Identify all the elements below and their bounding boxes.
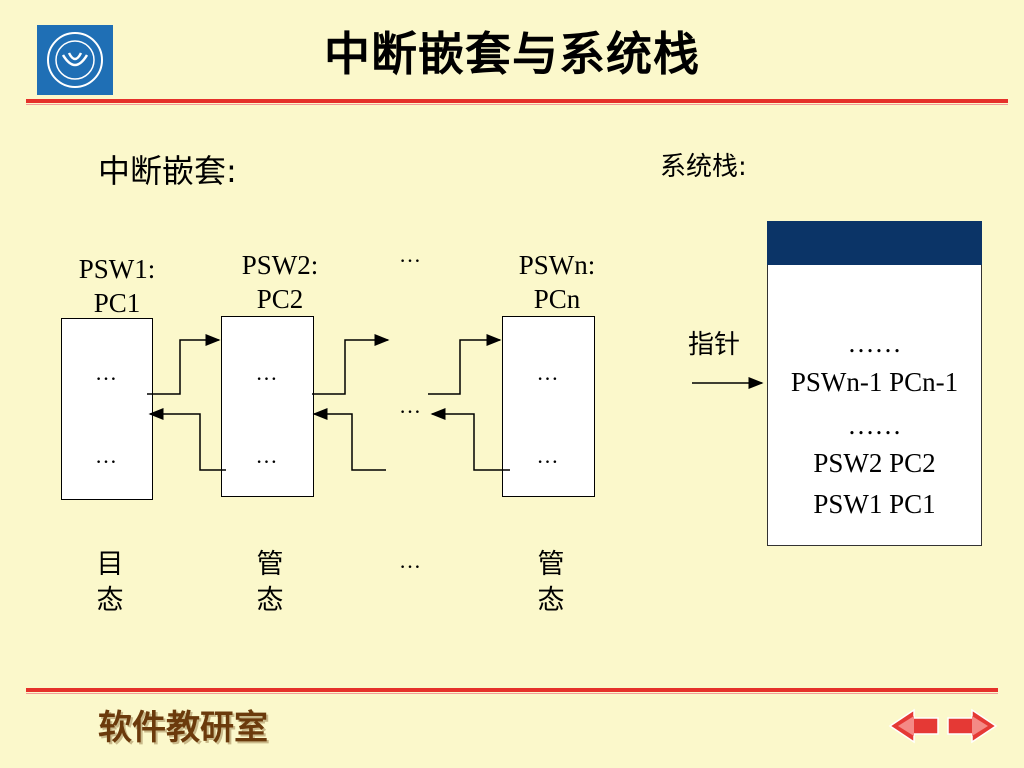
routine-1-dots-top: … [95, 360, 117, 385]
ellipsis-middle: … [399, 393, 421, 418]
routine-n-psw: PSWn: [518, 250, 596, 280]
routine-n-mode: 管 态 [531, 547, 571, 619]
system-stack [767, 221, 982, 546]
call-arrow-2-n [312, 334, 390, 395]
ellipsis-mode: … [399, 548, 421, 573]
routine-n-mode-char-1: 管 [537, 549, 565, 580]
routine-n-box [502, 316, 595, 497]
call-arrow-1-2 [147, 334, 221, 395]
routine-2-dots-top: … [255, 360, 278, 385]
routine-2-box [221, 316, 314, 497]
routine-2-header: PSW2: PC2 [220, 248, 340, 316]
return-arrow-2-1 [148, 408, 226, 471]
footer-rule [26, 688, 998, 692]
footer-label: 软件教研室 [98, 708, 268, 748]
routine-n-header: PSWn: PCn [500, 248, 614, 316]
routine-n-dots-top: … [536, 360, 559, 385]
routine-2-dots-bottom: … [255, 443, 278, 468]
page-title: 中断嵌套与系统栈 [324, 27, 700, 81]
return-arrow-from-n [430, 408, 510, 471]
stack-label: 系统栈: [660, 152, 747, 182]
nesting-label: 中断嵌套: [98, 152, 237, 190]
routine-2-mode: 管 态 [250, 547, 290, 619]
next-slide-button[interactable] [946, 708, 998, 744]
header-rule [26, 99, 1008, 103]
routine-n-pc: PCn [533, 284, 581, 314]
routine-1-mode: 目 态 [90, 547, 130, 619]
routine-1-header: PSW1: PC1 [58, 252, 176, 320]
right-arrow-icon [947, 708, 998, 744]
header-rule-shadow [26, 104, 1008, 105]
stack-line-3: …… [847, 410, 902, 440]
stack-line-1: …… [847, 328, 902, 358]
stack-line-5: PSW1 PC1 [813, 489, 936, 519]
routine-1-mode-char-2: 态 [96, 585, 124, 616]
university-logo [37, 25, 113, 95]
ellipsis-top: … [399, 242, 421, 267]
routine-1-dots-bottom: … [95, 443, 117, 468]
stack-line-2: PSWn-1 PCn-1 [790, 367, 959, 397]
return-arrow-n-2 [312, 408, 386, 471]
prev-slide-button[interactable] [888, 708, 940, 744]
stack-top-bar [767, 221, 982, 265]
routine-2-mode-char-1: 管 [256, 549, 284, 580]
routine-n-mode-char-2: 态 [537, 585, 565, 616]
stack-pointer-label: 指针 [688, 330, 741, 360]
stack-line-4: PSW2 PC2 [813, 448, 936, 478]
routine-2-psw: PSW2: [241, 250, 319, 280]
routine-1-psw: PSW1: [78, 254, 156, 284]
routine-2-mode-char-2: 态 [256, 585, 284, 616]
routine-1-box [61, 318, 153, 500]
routine-2-pc: PC2 [256, 284, 304, 314]
footer-rule-shadow [26, 693, 998, 694]
call-arrow-to-n [428, 334, 502, 395]
routine-n-dots-bottom: … [536, 443, 559, 468]
routine-1-pc: PC1 [93, 288, 141, 318]
left-arrow-icon [888, 708, 939, 744]
routine-1-mode-char-1: 目 [96, 549, 124, 580]
